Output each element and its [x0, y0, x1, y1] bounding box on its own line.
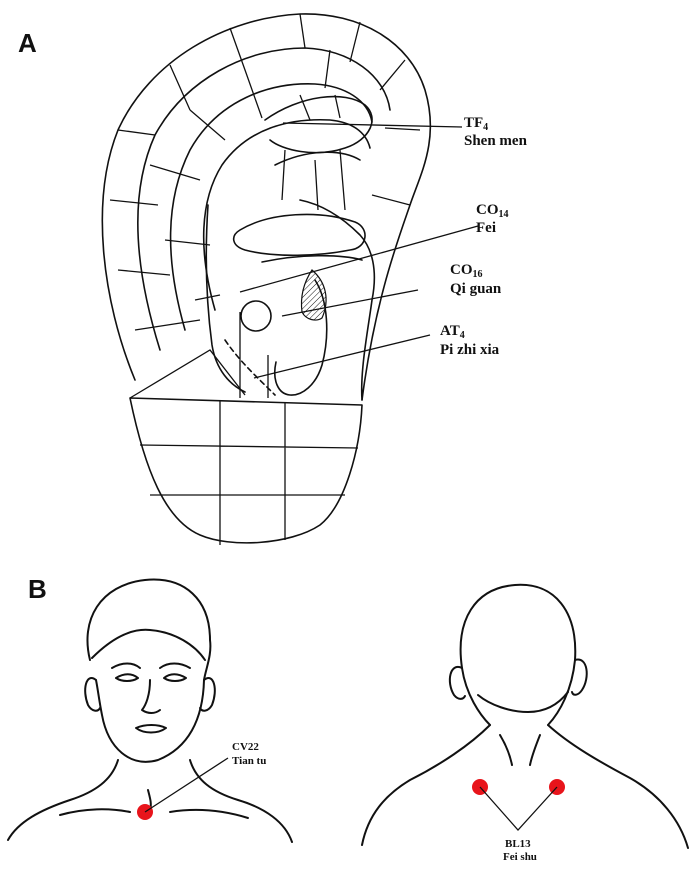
point-label-at4: AT4 Pi zhi xia [440, 323, 500, 358]
point-label-co16: CO16 Qi guan [450, 262, 502, 297]
front-figure [7, 578, 293, 843]
svg-text:TF4: TF4 [464, 115, 488, 133]
svg-text:CV22: CV22 [232, 741, 259, 753]
svg-text:AT4: AT4 [440, 323, 465, 341]
svg-text:Fei shu: Fei shu [503, 851, 537, 863]
panel-a-letter: A [18, 28, 37, 58]
svg-text:Shen men: Shen men [464, 133, 528, 149]
leader-line-tf4 [282, 122, 463, 128]
panel-b-letter: B [28, 574, 47, 604]
point-label-cv22: CV22 Tian tu [232, 741, 266, 767]
leader-line-co14 [239, 225, 479, 293]
panel-a-background [5, 5, 540, 550]
leader-line-at4 [253, 334, 431, 379]
leader-line-co16 [281, 289, 419, 317]
svg-text:Qi guan: Qi guan [450, 281, 502, 297]
ear-outline [101, 13, 432, 545]
leader-line-bl13 [479, 786, 558, 831]
svg-text:CO16: CO16 [450, 262, 483, 280]
svg-text:Fei: Fei [476, 220, 496, 236]
svg-text:Pi zhi xia: Pi zhi xia [440, 342, 500, 358]
svg-text:Tian tu: Tian tu [232, 755, 266, 767]
svg-text:CO14: CO14 [476, 202, 509, 220]
point-label-co14: CO14 Fei [476, 202, 509, 236]
panel-b: B [7, 574, 689, 863]
svg-text:BL13: BL13 [505, 838, 531, 850]
panel-a: A [5, 5, 540, 550]
point-label-bl13: BL13 Fei shu [503, 838, 537, 863]
back-figure [361, 583, 689, 849]
point-label-tf4: TF4 Shen men [464, 115, 528, 149]
leader-line-cv22 [144, 757, 229, 813]
